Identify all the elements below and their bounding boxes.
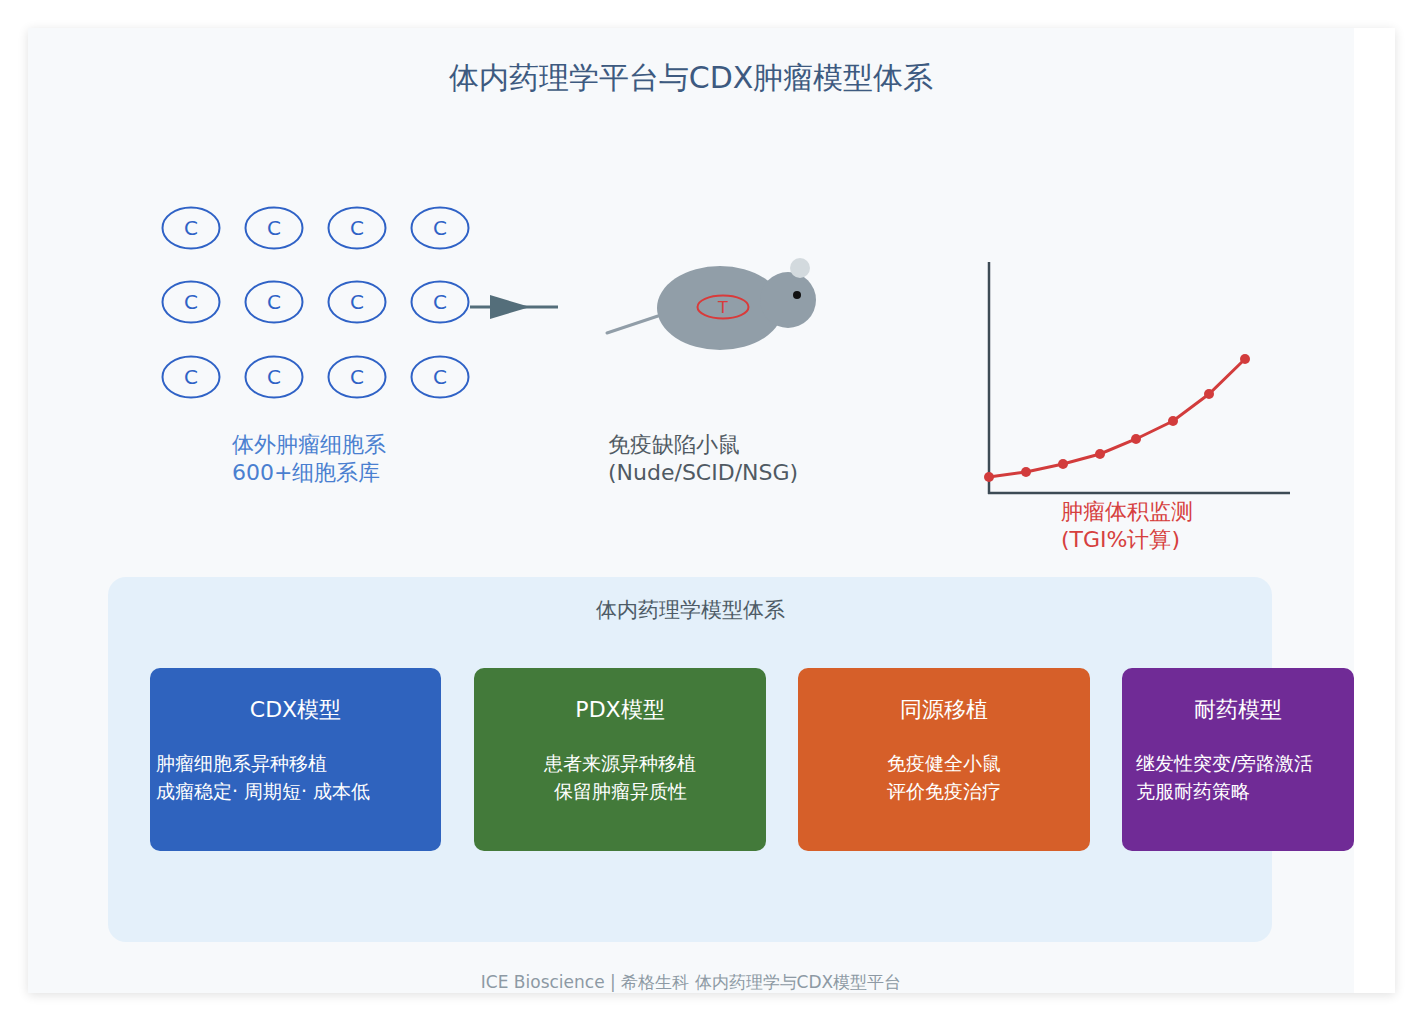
tumor-ellipse: T: [696, 294, 750, 320]
illustration-label: 体外肿瘤细胞系: [232, 431, 386, 459]
data-point: [1240, 354, 1250, 364]
illustration-label: 600+细胞系库: [232, 459, 380, 487]
cell-letter: C: [161, 280, 221, 324]
card-heading: 同源移植: [798, 695, 1090, 725]
cell-ellipse: C: [410, 206, 470, 250]
mouse-eye: [793, 291, 801, 299]
diagram-caption: ICE Bioscience | 希格生科 体内药理学与CDX模型平台: [28, 972, 1354, 992]
cell-letter: C: [410, 280, 470, 324]
cell-ellipse: C: [327, 206, 387, 250]
cell-letter: C: [161, 355, 221, 399]
cell-letter: C: [327, 355, 387, 399]
cell-letter: C: [410, 206, 470, 250]
cell-ellipse: C: [244, 355, 304, 399]
card-heading: 耐药模型: [1122, 695, 1354, 725]
data-point: [1204, 389, 1214, 399]
model-card: PDX模型患者来源异种移植 保留肿瘤异质性: [474, 668, 766, 851]
cell-ellipse: C: [327, 355, 387, 399]
cell-letter: C: [244, 280, 304, 324]
illustration-label: (Nude/SCID/NSG): [608, 459, 798, 487]
mouse-head: [760, 272, 816, 328]
cell-ellipse: C: [410, 355, 470, 399]
cell-ellipse: C: [244, 280, 304, 324]
panel-heading: 体内药理学模型体系: [108, 596, 1272, 624]
mouse-tail: [607, 316, 658, 333]
model-panel: 体内药理学模型体系CDX模型肿瘤细胞系异种移植 成瘤稳定· 周期短· 成本低PD…: [108, 577, 1272, 942]
cell-letter: C: [244, 355, 304, 399]
data-point: [1131, 434, 1141, 444]
cell-letter: C: [161, 206, 221, 250]
card-heading: PDX模型: [474, 695, 766, 725]
card-body: 患者来源异种移植 保留肿瘤异质性: [501, 749, 739, 805]
curve-points: [984, 354, 1250, 482]
mouse-ear: [790, 258, 810, 278]
arrow-head: [490, 295, 530, 319]
illustration-label: (TGI%计算): [1061, 526, 1180, 554]
illustration-label: 肿瘤体积监测: [1061, 498, 1193, 526]
data-point: [984, 472, 994, 482]
cell-letter: C: [410, 355, 470, 399]
model-card: 同源移植免疫健全小鼠 评价免疫治疗: [798, 668, 1090, 851]
cell-letter: C: [327, 280, 387, 324]
model-card: CDX模型肿瘤细胞系异种移植 成瘤稳定· 周期短· 成本低: [150, 668, 441, 851]
cell-ellipse: C: [161, 355, 221, 399]
card-body: 肿瘤细胞系异种移植 成瘤稳定· 周期短· 成本低: [156, 749, 394, 805]
illustration-label: 免疫缺陷小鼠: [608, 431, 740, 459]
cell-letter: C: [327, 206, 387, 250]
card-body: 免疫健全小鼠 评价免疫治疗: [868, 749, 1020, 805]
cell-ellipse: C: [161, 206, 221, 250]
chart-x-axis: [988, 492, 1290, 495]
data-point: [1021, 467, 1031, 477]
card-heading: CDX模型: [150, 695, 441, 725]
model-card: 耐药模型继发性突变/旁路激活 克服耐药策略: [1122, 668, 1354, 851]
data-point: [1058, 459, 1068, 469]
diagram-title: 体内药理学平台与CDX肿瘤模型体系: [28, 58, 1354, 98]
cell-ellipse: C: [410, 280, 470, 324]
chart-y-axis: [988, 262, 991, 494]
cell-ellipse: C: [161, 280, 221, 324]
growth-curve: [989, 359, 1245, 477]
tumor-letter: T: [696, 294, 750, 320]
card-body: 继发性突变/旁路激活 克服耐药策略: [1136, 749, 1336, 805]
data-point: [1095, 449, 1105, 459]
cell-ellipse: C: [244, 206, 304, 250]
cell-ellipse: C: [327, 280, 387, 324]
data-point: [1168, 416, 1178, 426]
cell-letter: C: [244, 206, 304, 250]
